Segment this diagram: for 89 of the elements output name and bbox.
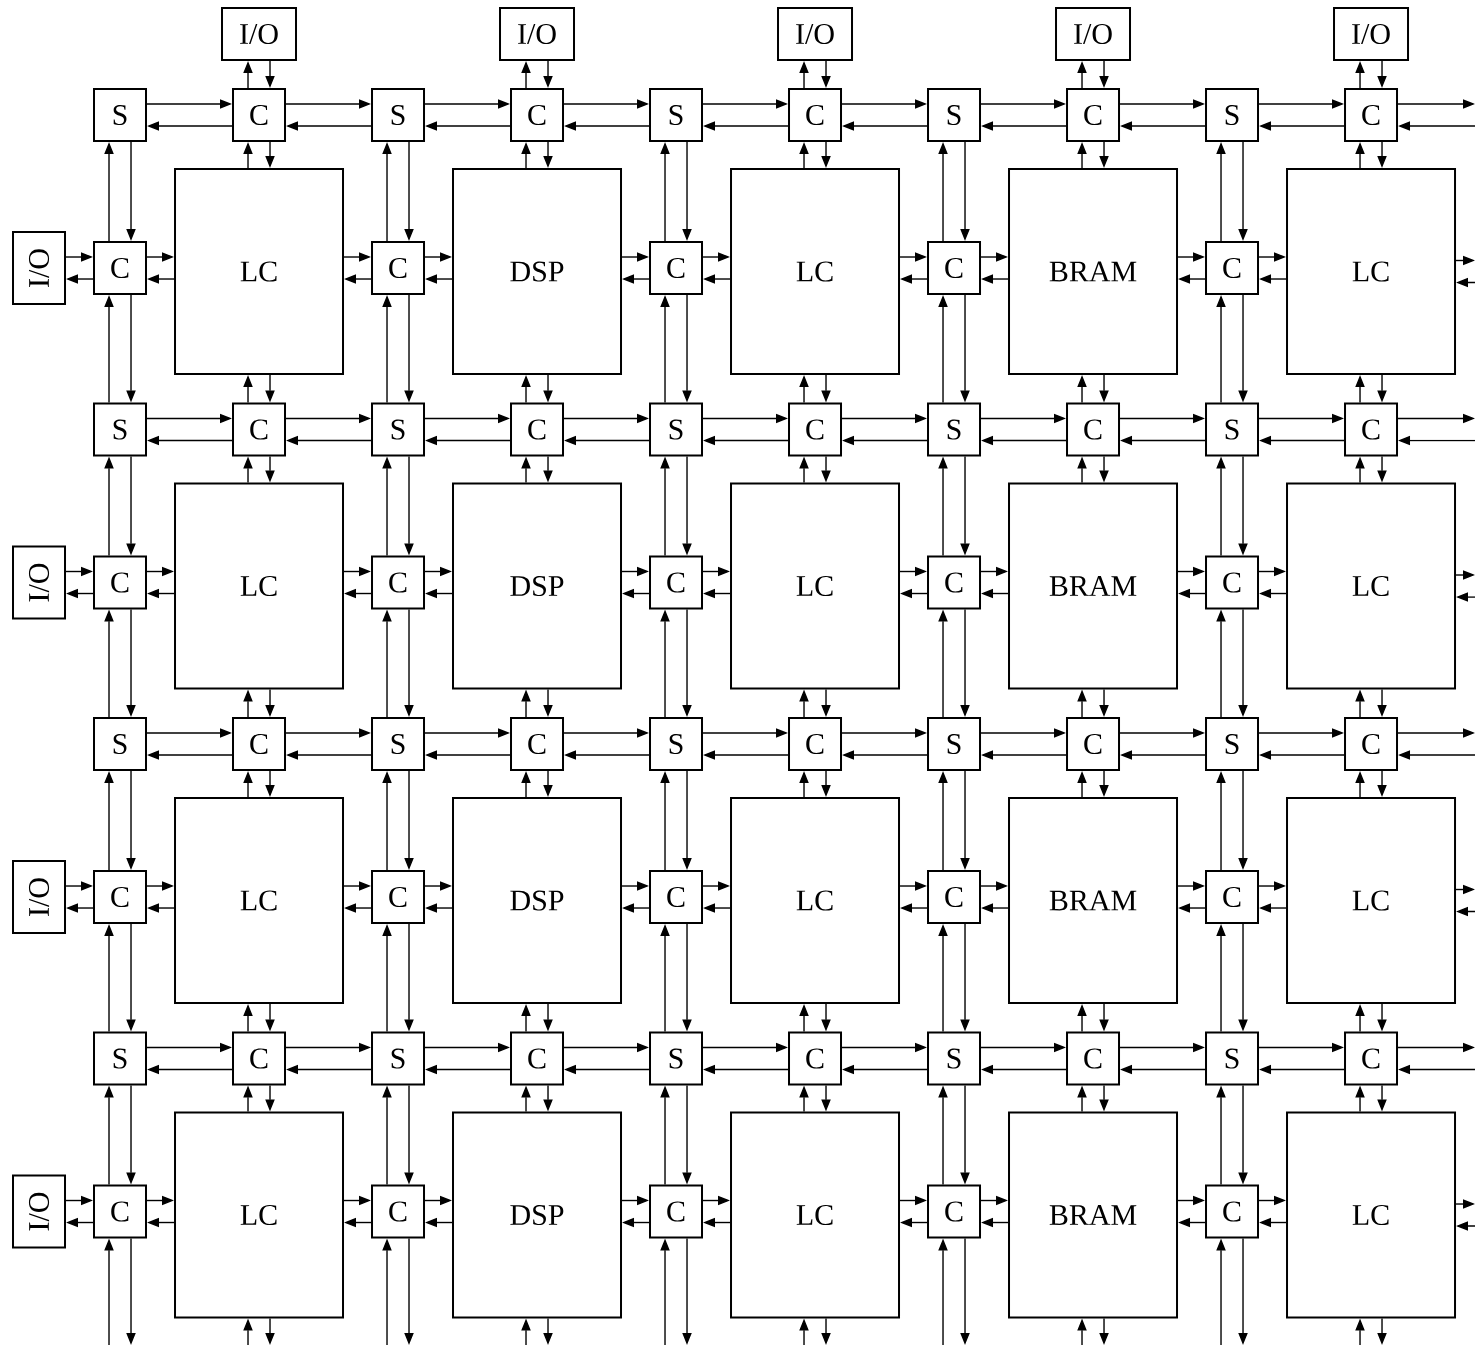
function-block: LC xyxy=(730,1111,900,1319)
connection-box: C xyxy=(93,870,147,924)
connection-box: C xyxy=(1344,402,1398,457)
switch-box: S xyxy=(927,88,981,142)
connection-box: C xyxy=(1205,870,1259,924)
switch-box: S xyxy=(927,717,981,771)
connection-box: C xyxy=(1205,1184,1259,1239)
function-block: BRAM xyxy=(1008,1111,1178,1319)
connection-box: C xyxy=(232,402,286,457)
connection-box: C xyxy=(788,402,842,457)
connection-box: C xyxy=(1205,241,1259,295)
connection-box: C xyxy=(927,555,981,610)
switch-box: S xyxy=(93,717,147,771)
connection-box: C xyxy=(1344,1031,1398,1086)
function-block: LC xyxy=(730,797,900,1004)
switch-box: S xyxy=(649,717,703,771)
function-block: LC xyxy=(174,482,344,690)
switch-box: S xyxy=(927,1031,981,1086)
connection-box: C xyxy=(371,870,425,924)
connection-box: C xyxy=(371,1184,425,1239)
connection-box: C xyxy=(510,402,564,457)
connection-box: C xyxy=(510,1031,564,1086)
io-box: I/O xyxy=(499,7,575,61)
switch-box: S xyxy=(371,1031,425,1086)
connection-box: C xyxy=(788,717,842,771)
switch-box: S xyxy=(1205,88,1259,142)
connection-box: C xyxy=(232,88,286,142)
switch-box: S xyxy=(371,88,425,142)
connection-box: C xyxy=(1066,717,1120,771)
function-block: BRAM xyxy=(1008,797,1178,1004)
switch-box: S xyxy=(93,402,147,457)
switch-box: S xyxy=(371,717,425,771)
connection-box: C xyxy=(232,717,286,771)
function-block: LC xyxy=(174,797,344,1004)
switch-box: S xyxy=(371,402,425,457)
function-block: BRAM xyxy=(1008,482,1178,690)
switch-box: S xyxy=(93,1031,147,1086)
connection-box: C xyxy=(788,88,842,142)
connection-box: C xyxy=(1066,402,1120,457)
function-block: DSP xyxy=(452,797,622,1004)
io-box: I/O xyxy=(12,1174,66,1249)
connection-box: C xyxy=(649,241,703,295)
connection-box: C xyxy=(1205,555,1259,610)
connection-box: C xyxy=(927,870,981,924)
io-box: I/O xyxy=(12,545,66,620)
switch-box: S xyxy=(1205,402,1259,457)
switch-box: S xyxy=(93,88,147,142)
switch-box: S xyxy=(649,402,703,457)
switch-box: S xyxy=(649,1031,703,1086)
connection-box: C xyxy=(1066,88,1120,142)
io-box: I/O xyxy=(221,7,297,61)
io-box: I/O xyxy=(12,231,66,305)
function-block: LC xyxy=(1286,482,1456,690)
connection-box: C xyxy=(649,555,703,610)
switch-box: S xyxy=(1205,1031,1259,1086)
function-block: LC xyxy=(730,168,900,375)
function-block: LC xyxy=(174,168,344,375)
connection-box: C xyxy=(927,241,981,295)
switch-box: S xyxy=(1205,717,1259,771)
connection-box: C xyxy=(788,1031,842,1086)
io-box: I/O xyxy=(777,7,853,61)
io-box: I/O xyxy=(12,860,66,934)
connection-box: C xyxy=(371,241,425,295)
function-block: LC xyxy=(174,1111,344,1319)
connection-box: C xyxy=(1344,88,1398,142)
connection-box: C xyxy=(371,555,425,610)
connection-box: C xyxy=(93,1184,147,1239)
connection-box: C xyxy=(93,241,147,295)
connection-box: C xyxy=(93,555,147,610)
switch-box: S xyxy=(927,402,981,457)
connection-box: C xyxy=(232,1031,286,1086)
function-block: DSP xyxy=(452,482,622,690)
function-block: BRAM xyxy=(1008,168,1178,375)
connection-box: C xyxy=(649,1184,703,1239)
function-block: DSP xyxy=(452,168,622,375)
function-block: DSP xyxy=(452,1111,622,1319)
connection-box: C xyxy=(649,870,703,924)
function-block: LC xyxy=(1286,168,1456,375)
connection-box: C xyxy=(510,717,564,771)
connection-box: C xyxy=(1344,717,1398,771)
io-box: I/O xyxy=(1055,7,1131,61)
function-block: LC xyxy=(730,482,900,690)
io-box: I/O xyxy=(1333,7,1409,61)
function-block: LC xyxy=(1286,1111,1456,1319)
connection-box: C xyxy=(510,88,564,142)
connection-box: C xyxy=(1066,1031,1120,1086)
switch-box: S xyxy=(649,88,703,142)
connection-box: C xyxy=(927,1184,981,1239)
function-block: LC xyxy=(1286,797,1456,1004)
